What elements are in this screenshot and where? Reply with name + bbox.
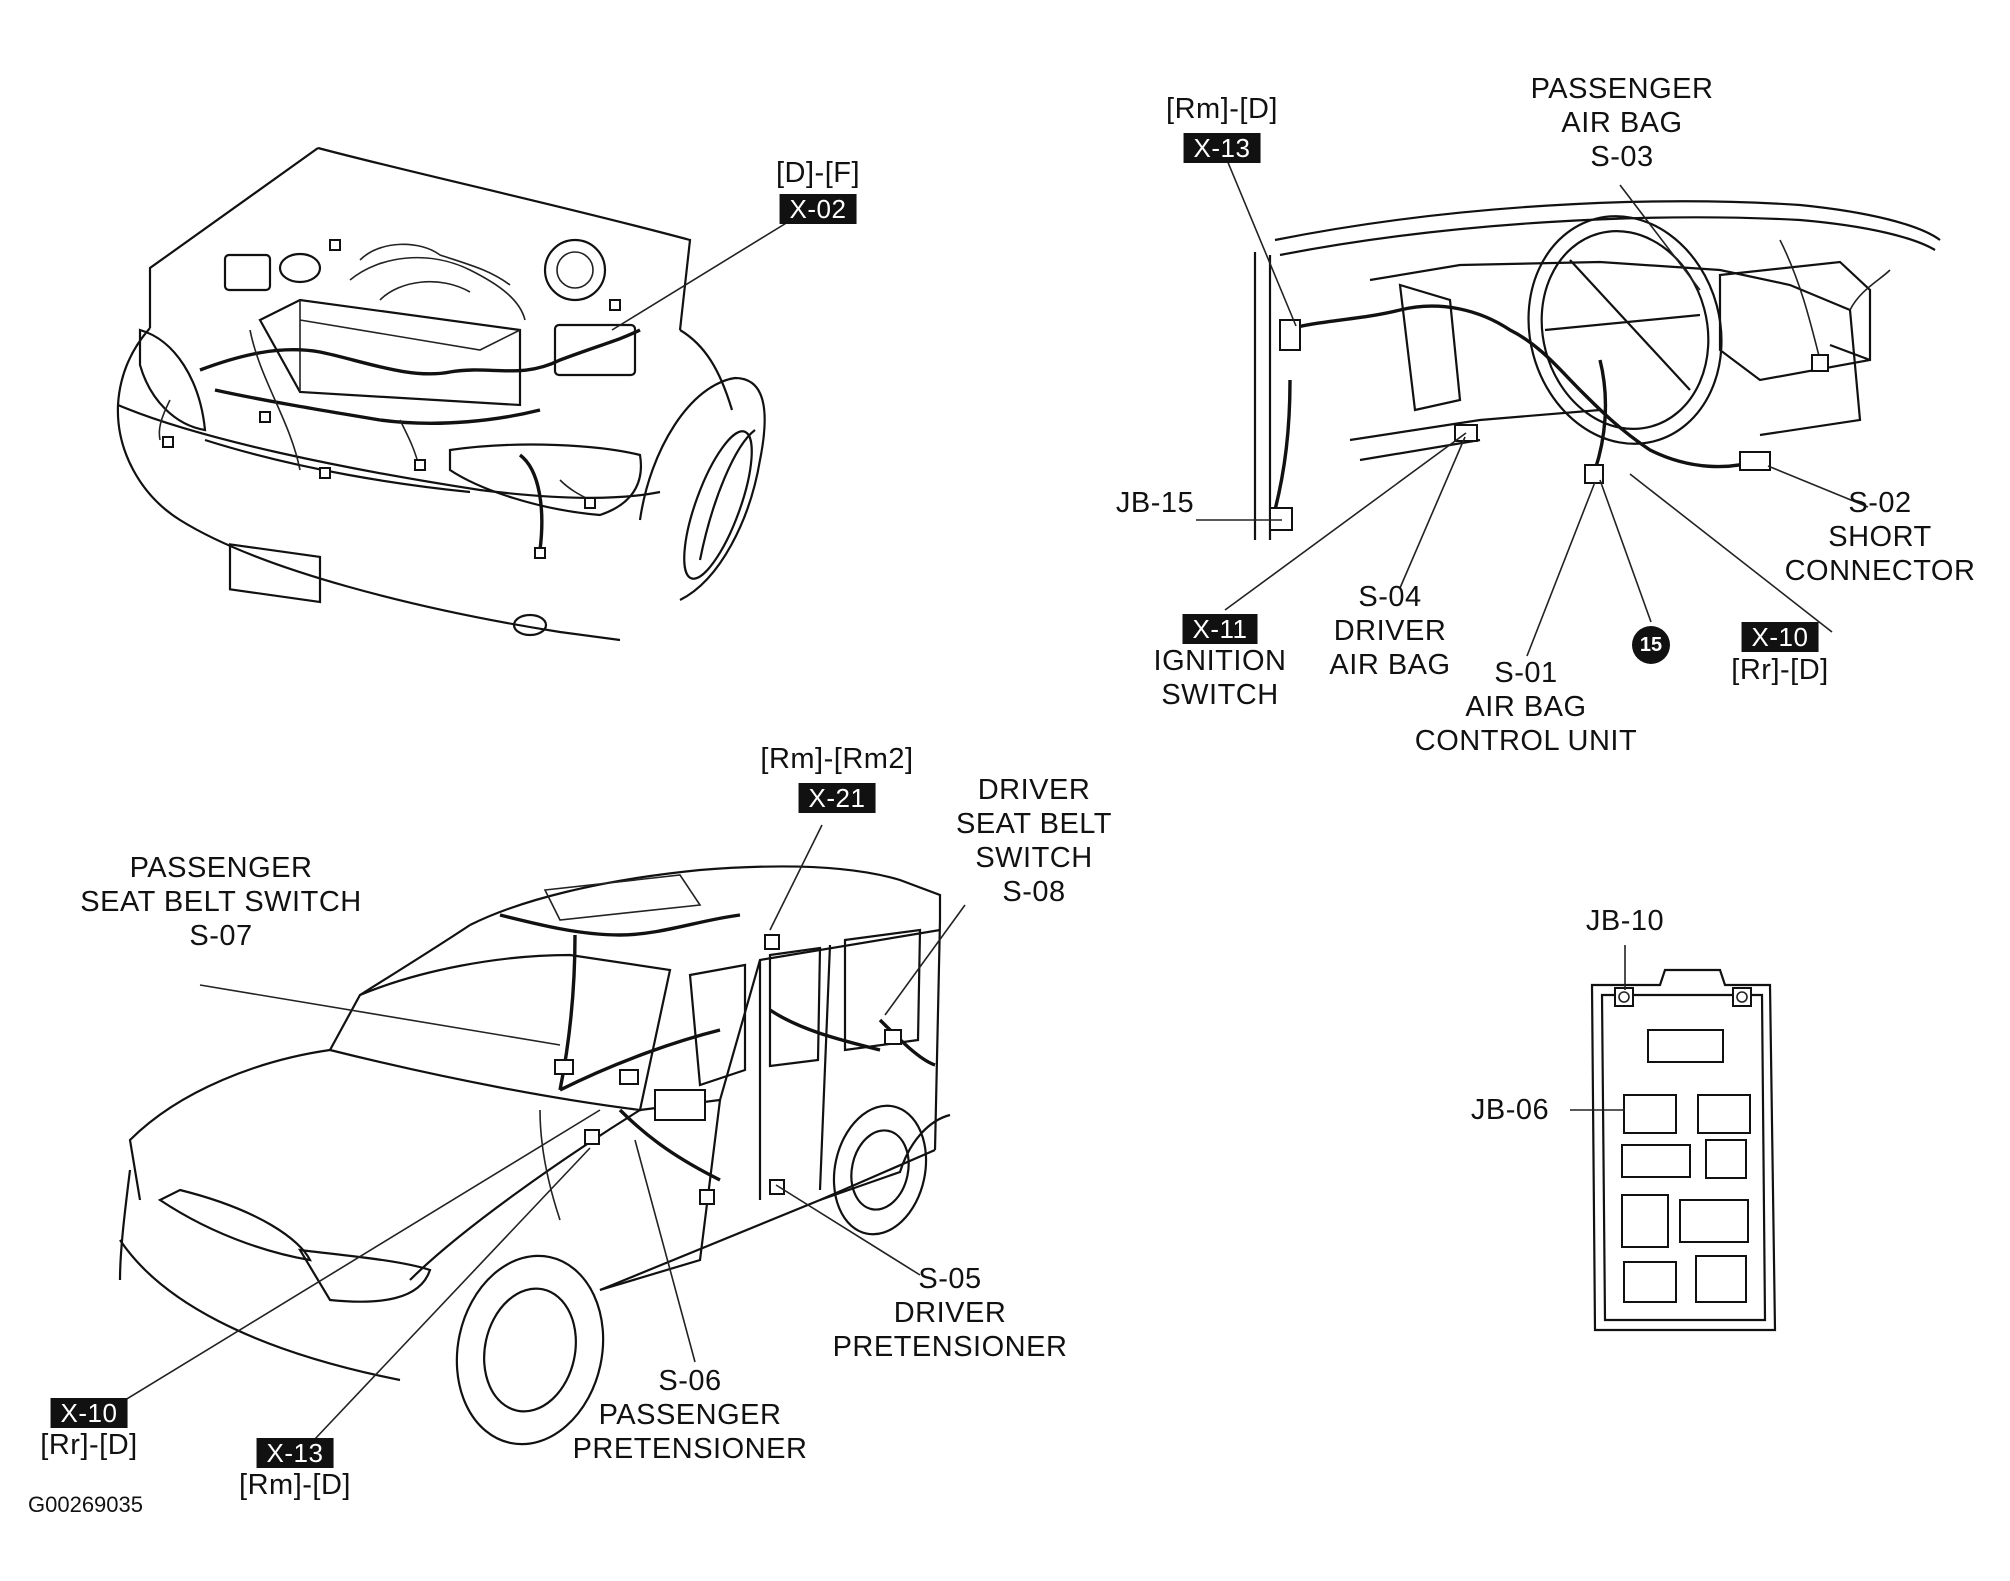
s04-label-line3: AIR BAG <box>1329 649 1451 681</box>
ip-x10-location-label: [Rr]-[D] <box>1731 654 1829 686</box>
s07-label-line2: SEAT BELT SWITCH <box>80 886 362 918</box>
body-x13-connector-tag: X-13 <box>256 1438 334 1468</box>
s04-label-line1: S-04 <box>1358 581 1422 613</box>
jb06-label: JB-06 <box>1470 1094 1550 1126</box>
engine-bay-illustration <box>116 146 789 642</box>
s02-label-line2: SHORT <box>1828 521 1932 553</box>
s06-label-line2: PASSENGER <box>598 1399 782 1431</box>
vehicle-body-illustration <box>111 824 966 1446</box>
junction-block-illustration <box>1570 945 1777 1332</box>
s05-label-line3: PRETENSIONER <box>832 1331 1068 1363</box>
instrument-panel-illustration <box>1196 147 1941 657</box>
s03-label-line3: S-03 <box>1590 141 1654 173</box>
s03-label-line2: AIR BAG <box>1561 107 1683 139</box>
s06-label-line1: S-06 <box>658 1365 722 1397</box>
ground-point-15-badge: 15 <box>1632 626 1670 664</box>
ip-x10-connector-tag: X-10 <box>1741 622 1819 652</box>
x21-location-label: [Rm]-[Rm2] <box>760 743 914 775</box>
x02-location-label: [D]-[F] <box>775 157 861 189</box>
x11-label-line2: SWITCH <box>1161 679 1279 711</box>
s02-label-line3: CONNECTOR <box>1784 555 1976 587</box>
ip-x13-location-label: [Rm]-[D] <box>1166 93 1278 125</box>
x11-connector-tag: X-11 <box>1182 614 1258 644</box>
s08-label-line1: DRIVER <box>977 774 1091 806</box>
body-x10-location-label: [Rr]-[D] <box>40 1429 138 1461</box>
s07-label-line3: S-07 <box>189 920 253 952</box>
x11-label-line1: IGNITION <box>1153 645 1287 677</box>
s04-label-line2: DRIVER <box>1333 615 1447 647</box>
s01-label-line3: CONTROL UNIT <box>1414 725 1638 757</box>
s07-label-line1: PASSENGER <box>129 852 313 884</box>
body-x13-location-label: [Rm]-[D] <box>239 1469 351 1501</box>
x02-connector-tag: X-02 <box>779 194 857 224</box>
s08-label-line4: S-08 <box>1002 876 1066 908</box>
jb15-label: JB-15 <box>1115 487 1195 519</box>
ip-x13-connector-tag: X-13 <box>1183 133 1261 163</box>
s05-label-line2: DRIVER <box>893 1297 1007 1329</box>
s01-label-line1: S-01 <box>1494 657 1558 689</box>
s06-label-line3: PRETENSIONER <box>572 1433 808 1465</box>
s01-label-line2: AIR BAG <box>1465 691 1587 723</box>
s05-label-line1: S-05 <box>918 1263 982 1295</box>
body-x10-connector-tag: X-10 <box>50 1398 128 1428</box>
s08-label-line3: SWITCH <box>975 842 1093 874</box>
s08-label-line2: SEAT BELT <box>956 808 1112 840</box>
figure-id: G00269035 <box>28 1492 143 1517</box>
s03-label-line1: PASSENGER <box>1530 73 1714 105</box>
jb10-label: JB-10 <box>1585 905 1665 937</box>
x21-connector-tag: X-21 <box>798 783 876 813</box>
s02-label-line1: S-02 <box>1848 487 1912 519</box>
